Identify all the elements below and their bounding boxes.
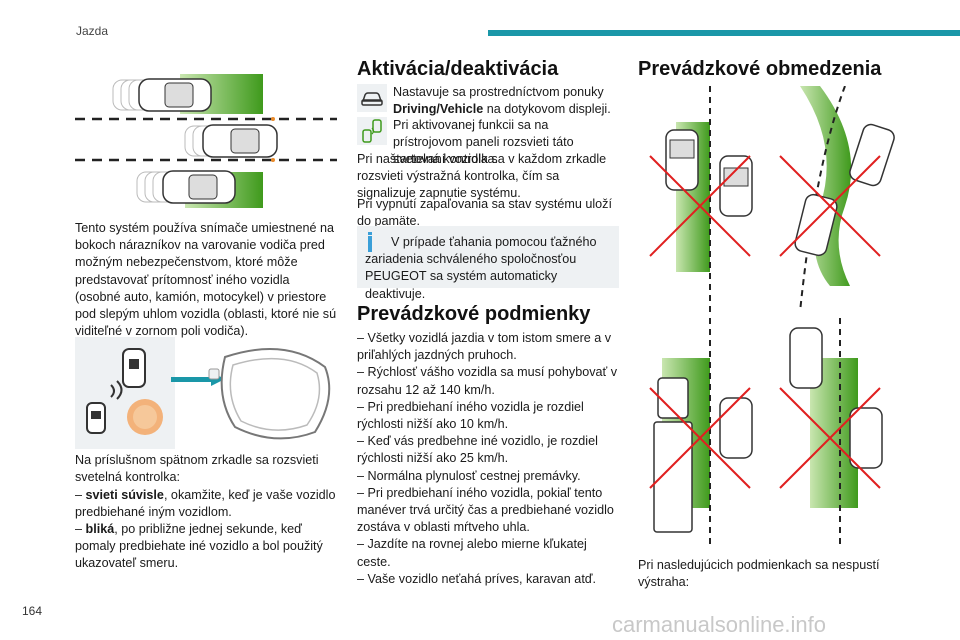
- header-accent-bar: [488, 30, 960, 36]
- ignition-paragraph: Pri vypnutí zapaľovania sa stav systému …: [357, 197, 612, 229]
- item-steady-bold: svieti súvisle: [85, 488, 164, 502]
- activation-line2: Pri aktivovanej funkcii sa na prístrojov…: [393, 118, 574, 167]
- limitations-illustration-top: [649, 86, 895, 312]
- condition-item: – Jazdíte na rovnej alebo mierne kľukate…: [357, 537, 587, 569]
- activation-line1: Nastavuje sa prostredníctvom ponuky Driv…: [393, 84, 619, 118]
- activation-line1-post: na dotykovom displeji.: [483, 102, 611, 117]
- mirror-item-steady: – svieti súvisle, okamžite, keď je vaše …: [75, 488, 336, 520]
- blind-spot-warning-lamp-icon: [357, 117, 387, 145]
- condition-item: – Pri predbiehaní iného vozidla, pokiaľ …: [357, 485, 614, 535]
- condition-item: – Všetky vozidlá jazdia v tom istom smer…: [357, 331, 612, 363]
- conditions-list: – Všetky vozidlá jazdia v tom istom smer…: [357, 330, 619, 588]
- condition-item: – Normálna plynulosť cestnej premávky.: [357, 468, 581, 483]
- item-blinking-bold: bliká: [85, 522, 115, 536]
- page-number: 164: [22, 604, 43, 618]
- limitations-heading: Prevádzkové obmedzenia: [638, 58, 882, 80]
- driving-vehicle-menu: Driving/Vehicle: [393, 102, 484, 117]
- mirror-item-blinking: – bliká, po približne jednej sekunde, ke…: [75, 522, 323, 571]
- watermark: carmanualsonline.info: [612, 612, 827, 637]
- chapter-title: Jazda: [76, 24, 109, 38]
- condition-item: – Rýchlosť vášho vozidla sa musí pohybov…: [357, 365, 618, 397]
- info-icon-dot: [368, 232, 372, 235]
- item-steady-rest: , okamžite, keď je vaše vozidlo predbieh…: [75, 488, 336, 520]
- operating-conditions-heading: Prevádzkové podmienky: [357, 303, 591, 325]
- startup-paragraph: Pri naštartovaní vozidla sa v každom zrk…: [357, 152, 607, 201]
- item-blinking-rest: , po približne jednej sekunde, keď pomal…: [75, 522, 323, 571]
- info-icon: [368, 236, 372, 252]
- towing-info-note: V prípade ťahania pomocou ťažného zariad…: [357, 226, 619, 301]
- activation-heading: Aktivácia/deaktivácia: [357, 58, 559, 80]
- condition-item: – Vaše vozidlo neťahá príves, karavan at…: [357, 571, 597, 586]
- mirror-warning-illustration: [75, 337, 331, 449]
- limitations-illustration-bottom: [649, 318, 883, 548]
- activation-line1-pre: Nastavuje sa prostredníctvom ponuky: [393, 85, 604, 99]
- mirror-paragraph: Na príslušnom spätnom zrkadle sa rozsvie…: [75, 453, 319, 485]
- condition-item: – Keď vás predbehne iné vozidlo, je rozd…: [357, 434, 598, 466]
- towing-note-text: V prípade ťahania pomocou ťažného zariad…: [365, 235, 597, 301]
- intro-paragraph: Tento systém používa snímače umiestnené …: [75, 221, 337, 339]
- blind-spot-lanes-illustration: [75, 74, 337, 208]
- condition-item: – Pri predbiehaní iného vozidla je rozdi…: [357, 399, 584, 432]
- vehicle-menu-icon: [357, 84, 387, 112]
- limitations-footer-text: Pri nasledujúcich podmienkach sa nespust…: [638, 558, 880, 590]
